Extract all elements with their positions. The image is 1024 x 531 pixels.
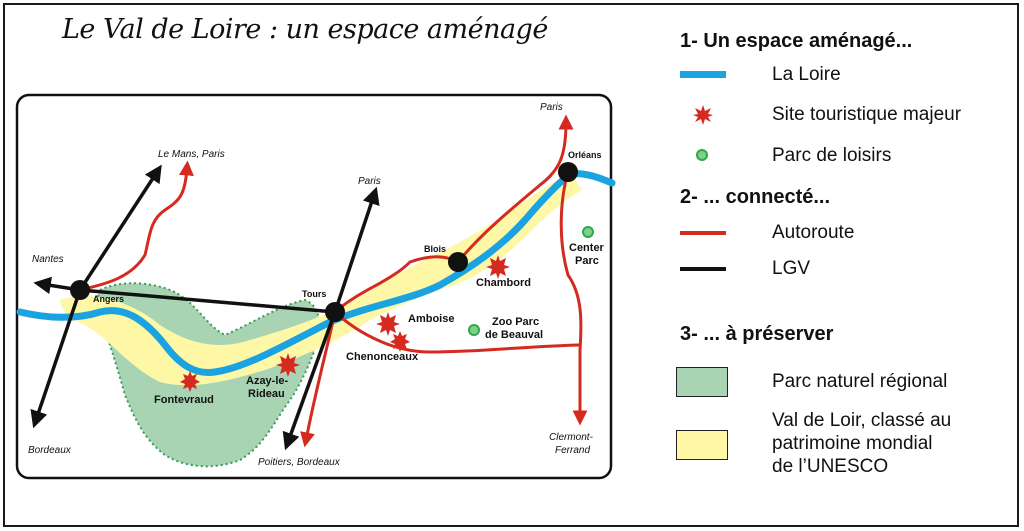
city-dot-tours xyxy=(325,302,345,322)
site-label-fontevraud: Fontevraud xyxy=(154,394,214,406)
legend-section-2: 2- ... connecté... xyxy=(680,186,831,208)
city-dot-angers xyxy=(70,280,90,300)
legend-parc-naturel: Parc naturel régional xyxy=(772,371,948,392)
outer-frame xyxy=(3,3,1019,527)
parc-icon-center xyxy=(582,226,594,238)
city-label-angers: Angers xyxy=(93,294,124,304)
site-label-chenonceaux: Chenonceaux xyxy=(346,351,419,363)
star-icon-amboise xyxy=(376,312,400,336)
city-dot-orleans xyxy=(558,162,578,182)
legend-loire: La Loire xyxy=(772,64,841,85)
star-icon-chenonceaux xyxy=(390,331,410,352)
parc-label-zoo-1: Zoo Parc xyxy=(492,316,539,328)
loire-legend-swatch xyxy=(680,71,726,78)
dest-clermont-2: Ferrand xyxy=(555,445,590,456)
city-label-orleans: Orléans xyxy=(568,150,602,160)
dest-nantes: Nantes xyxy=(32,254,64,265)
star-icon-chambord xyxy=(486,255,510,279)
star-icon xyxy=(693,105,713,125)
legend-unesco-1: Val de Loir, classé au xyxy=(772,410,952,431)
dest-le-mans: Le Mans, Paris xyxy=(158,149,225,160)
parc-naturel-legend-swatch xyxy=(676,367,728,397)
parc-label-zoo-2: de Beauval xyxy=(485,329,543,341)
legend-unesco-2: patrimoine mondial xyxy=(772,433,933,454)
star-icon-azay xyxy=(276,353,300,377)
dest-clermont-1: Clermont- xyxy=(549,432,594,443)
parc-label-center-1: Center xyxy=(569,242,605,254)
map-title: Le Val de Loire : un espace aménagé xyxy=(62,14,548,45)
site-label-azay-1: Azay-le- xyxy=(246,375,289,387)
star-icons xyxy=(180,255,510,392)
site-label-chambord: Chambord xyxy=(476,277,531,289)
legend-lgv: LGV xyxy=(772,258,811,279)
legend-unesco-3: de l’UNESCO xyxy=(772,456,889,477)
legend-autoroute: Autoroute xyxy=(772,222,855,243)
parc-icon-beauval xyxy=(468,324,480,336)
city-label-tours: Tours xyxy=(302,289,326,299)
star-icon-fontevraud xyxy=(180,371,200,392)
autoroute-legend-swatch xyxy=(680,231,726,235)
dest-poitiers: Poitiers, Bordeaux xyxy=(258,457,341,468)
site-label-azay-2: Rideau xyxy=(248,388,285,400)
legend-section-1: 1- Un espace aménagé... xyxy=(680,30,913,52)
legend-section-3: 3- ... à préserver xyxy=(680,323,834,345)
legend-site: Site touristique majeur xyxy=(772,104,962,125)
unesco-area xyxy=(60,172,582,386)
dest-paris-tours: Paris xyxy=(358,176,381,187)
city-dot-blois xyxy=(448,252,468,272)
parc-loisirs-icon xyxy=(696,149,708,161)
parc-label-center-2: Parc xyxy=(575,255,599,267)
lgv-lines xyxy=(30,164,380,451)
dest-paris-orleans: Paris xyxy=(540,102,563,113)
site-label-amboise: Amboise xyxy=(408,313,454,325)
city-label-blois: Blois xyxy=(424,244,446,254)
dest-bordeaux: Bordeaux xyxy=(28,445,72,456)
lgv-legend-swatch xyxy=(680,267,726,271)
unesco-legend-swatch xyxy=(676,430,728,460)
legend-parc-loisirs: Parc de loisirs xyxy=(772,145,892,166)
